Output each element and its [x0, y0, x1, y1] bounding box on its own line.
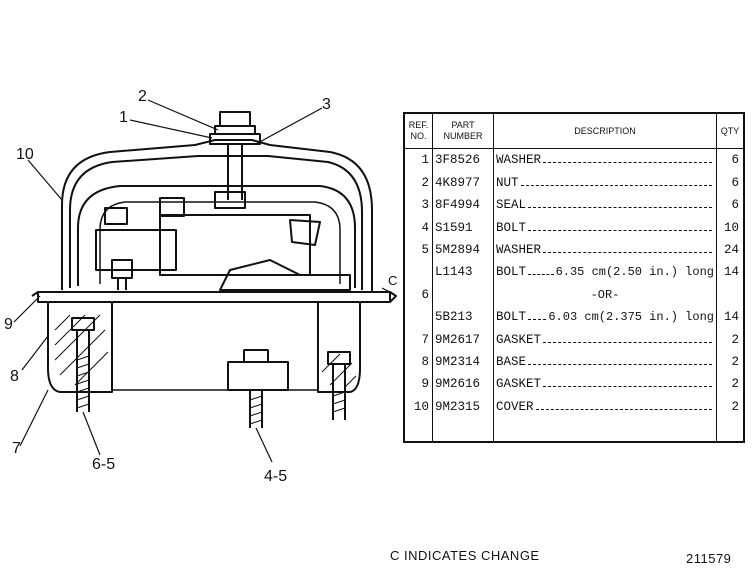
table-row: 5 5M2894 WASHER 24: [403, 238, 745, 262]
table-row: 9 9M2616 GASKET 2: [403, 373, 745, 396]
change-indicator-note: C INDICATES CHANGE: [390, 548, 540, 563]
description-cell: GASKET: [493, 373, 717, 396]
table-row: 3 8F4994 SEAL 6: [403, 194, 745, 217]
part-number-cell: 9M2617: [432, 328, 494, 351]
part-number-cell: L1143: [432, 261, 494, 284]
callout-3: 3: [322, 96, 331, 113]
qty-cell: 14: [716, 306, 745, 329]
ref-cell: 1: [403, 148, 433, 172]
description-cell: SEAL: [493, 194, 717, 217]
cover-inner: [69, 155, 363, 290]
part-number-cell: 8F4994: [432, 194, 494, 217]
parts-list-table: REF. NO. PART NUMBER DESCRIPTION QTY 1 3…: [403, 112, 745, 443]
header-ref-no: REF. NO.: [403, 112, 433, 149]
callout-9: 9: [4, 316, 13, 333]
part-number-cell: 5M2894: [432, 238, 494, 262]
table-row: 6 -OR-: [403, 283, 745, 307]
part-number-cell: 3F8526: [432, 148, 494, 172]
ref-cell: 7: [403, 328, 433, 351]
base-outline: [47, 302, 113, 393]
description-cell: COVER: [493, 395, 717, 419]
description-cell: WASHER: [493, 238, 717, 262]
callout-2: 2: [138, 88, 147, 105]
ref-cell: 9: [403, 373, 433, 396]
part-number-cell: [432, 283, 494, 307]
table-row: 10 9M2315 COVER 2: [403, 395, 745, 419]
qty-cell: [716, 283, 745, 307]
ref-cell: 3: [403, 194, 433, 217]
ref-cell: [403, 261, 433, 284]
illustration-number: 211579: [686, 551, 732, 566]
ref-cell: 8: [403, 350, 433, 374]
description-cell: BOLT: [493, 216, 717, 239]
table-row: 8 9M2314 BASE 2: [403, 350, 745, 374]
ref-cell: [403, 306, 433, 329]
description-cell: GASKET: [493, 328, 717, 351]
cover-outline: [61, 139, 373, 292]
callout-1: 1: [119, 109, 128, 126]
description-cell: -OR-: [493, 283, 717, 307]
ref-cell: 10: [403, 395, 433, 419]
table-row: 1 3F8526 WASHER 6: [403, 148, 745, 172]
table-row: 7 9M2617 GASKET 2: [403, 328, 745, 351]
qty-cell: 6: [716, 194, 745, 217]
qty-cell: 2: [716, 395, 745, 419]
qty-cell: 2: [716, 328, 745, 351]
header-part-number: PART NUMBER: [432, 112, 494, 149]
ref-cell: 6: [403, 283, 433, 307]
qty-cell: 2: [716, 373, 745, 396]
header-description: DESCRIPTION: [493, 112, 717, 149]
callout-10: 10: [16, 146, 34, 163]
callout-7: 7: [12, 440, 21, 457]
description-cell: WASHER: [493, 148, 717, 172]
ref-cell: 5: [403, 238, 433, 262]
qty-cell: 2: [716, 350, 745, 374]
ref-cell: 4: [403, 216, 433, 239]
part-number-cell: 9M2314: [432, 350, 494, 374]
description-cell: BASE: [493, 350, 717, 374]
assembly-illustration: [13, 99, 397, 463]
table-filler-row: [403, 418, 745, 442]
part-number-cell: 9M2315: [432, 395, 494, 419]
part-number-cell: S1591: [432, 216, 494, 239]
callout-6-5: 6-5: [92, 456, 116, 473]
qty-cell: 10: [716, 216, 745, 239]
qty-cell: 14: [716, 261, 745, 284]
callout-4-5: 4-5: [264, 468, 288, 485]
qty-cell: 6: [716, 171, 745, 195]
description-cell: NUT: [493, 171, 717, 195]
part-number-cell: 4K8977: [432, 171, 494, 195]
part-number-cell: 5B213: [432, 306, 494, 329]
qty-cell: 6: [716, 148, 745, 172]
table-header-row: REF. NO. PART NUMBER DESCRIPTION QTY: [403, 112, 745, 149]
table-row: 2 4K8977 NUT 6: [403, 171, 745, 195]
callout-c-change: C: [388, 273, 398, 288]
header-qty: QTY: [716, 112, 745, 149]
qty-cell: 24: [716, 238, 745, 262]
inner-hood: [77, 185, 356, 288]
table-row: 4 S1591 BOLT 10: [403, 216, 745, 239]
ref-cell: 2: [403, 171, 433, 195]
part-number-cell: 9M2616: [432, 373, 494, 396]
callout-8: 8: [10, 368, 19, 385]
gasket-flange: [37, 291, 391, 303]
